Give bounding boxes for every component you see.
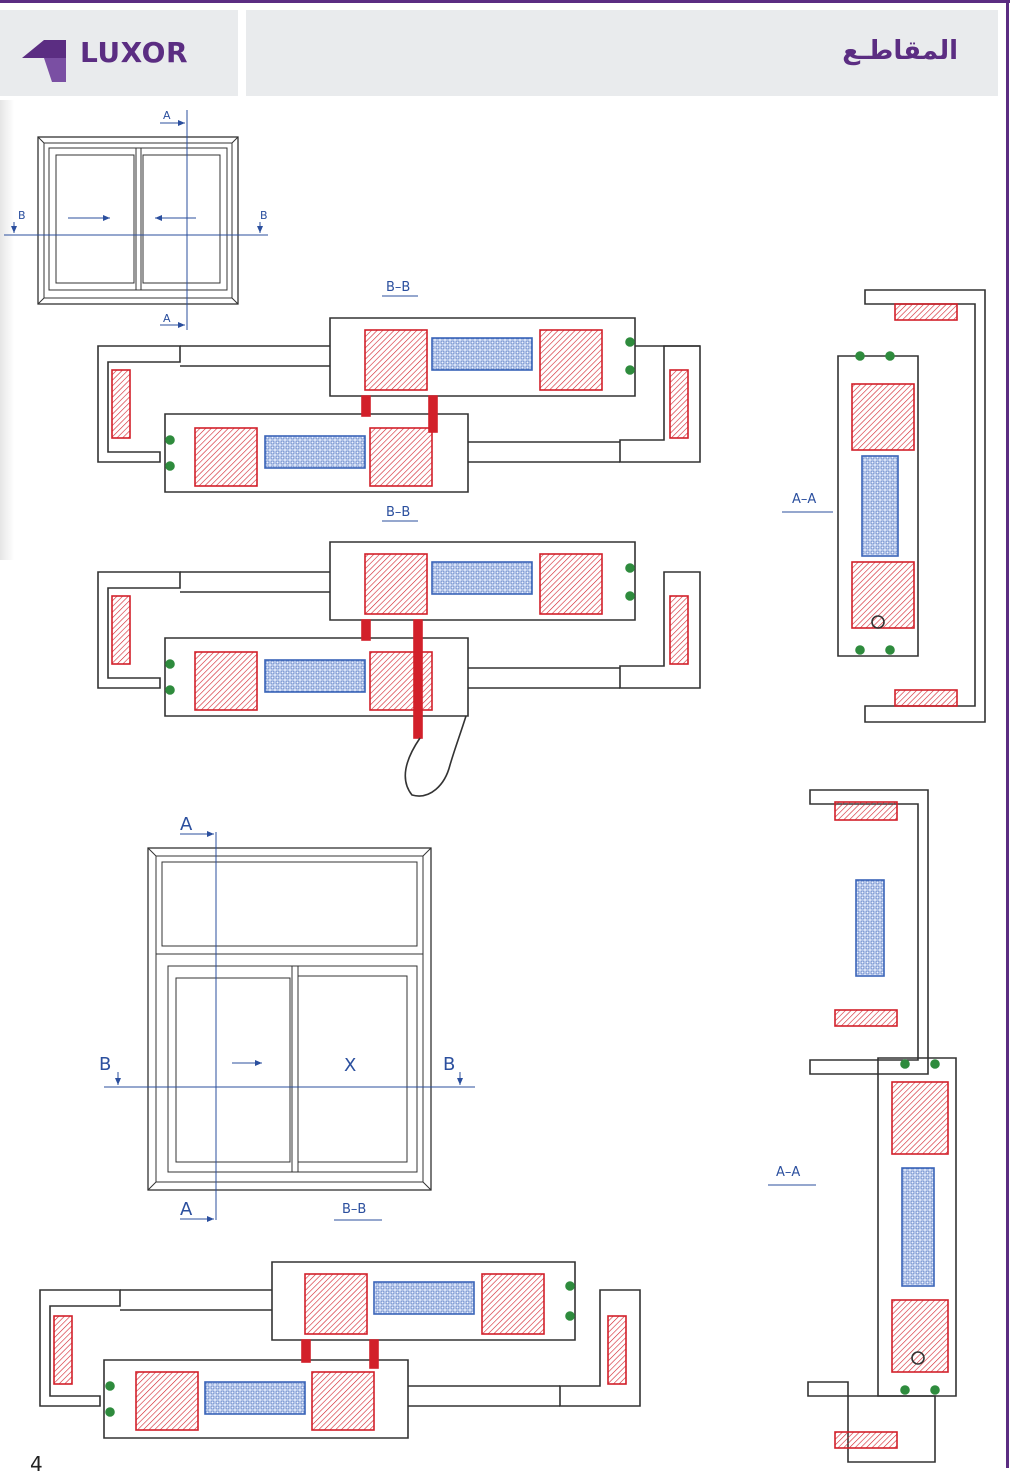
window-elevation-1 bbox=[4, 110, 268, 330]
section-bb-2-label: B–B bbox=[386, 505, 410, 520]
header-title-panel bbox=[246, 10, 998, 96]
drawing2-cut-b-left: B bbox=[99, 1054, 111, 1075]
section-aa-1-drawing bbox=[837, 289, 986, 723]
page-number: 4 bbox=[30, 1452, 43, 1476]
section-bb-3-label: B–B bbox=[342, 1202, 366, 1217]
page-border-right bbox=[1006, 0, 1009, 1468]
drawing2-cut-a-bottom: A bbox=[180, 1199, 193, 1220]
brand-name: LUXOR bbox=[80, 36, 189, 69]
page-title: المقاطـع bbox=[842, 36, 958, 66]
drawing1-cut-b-left: B bbox=[18, 209, 26, 222]
section-aa-2-drawing bbox=[807, 789, 957, 1463]
section-bb-1-drawing bbox=[97, 317, 701, 493]
drawing2-fixed-mark: X bbox=[344, 1055, 356, 1076]
luxor-logo-icon bbox=[22, 40, 66, 82]
window-elevation-2 bbox=[104, 831, 475, 1222]
section-aa-2-label: A–A bbox=[776, 1165, 800, 1180]
drawing2-cut-a-top: A bbox=[180, 814, 193, 835]
section-bb-1-label: B–B bbox=[386, 280, 410, 295]
page-border-top bbox=[0, 0, 1010, 3]
drawing1-cut-b-right: B bbox=[260, 209, 268, 222]
section-bb-2-drawing bbox=[97, 541, 701, 797]
drawing1-cut-a-top: A bbox=[163, 109, 171, 122]
binding-shadow bbox=[0, 100, 14, 560]
section-aa-1-label: A–A bbox=[792, 492, 816, 507]
drawing1-cut-a-bottom: A bbox=[163, 312, 171, 325]
drawing2-cut-b-right: B bbox=[443, 1054, 455, 1075]
section-bb-3-drawing bbox=[39, 1261, 641, 1439]
